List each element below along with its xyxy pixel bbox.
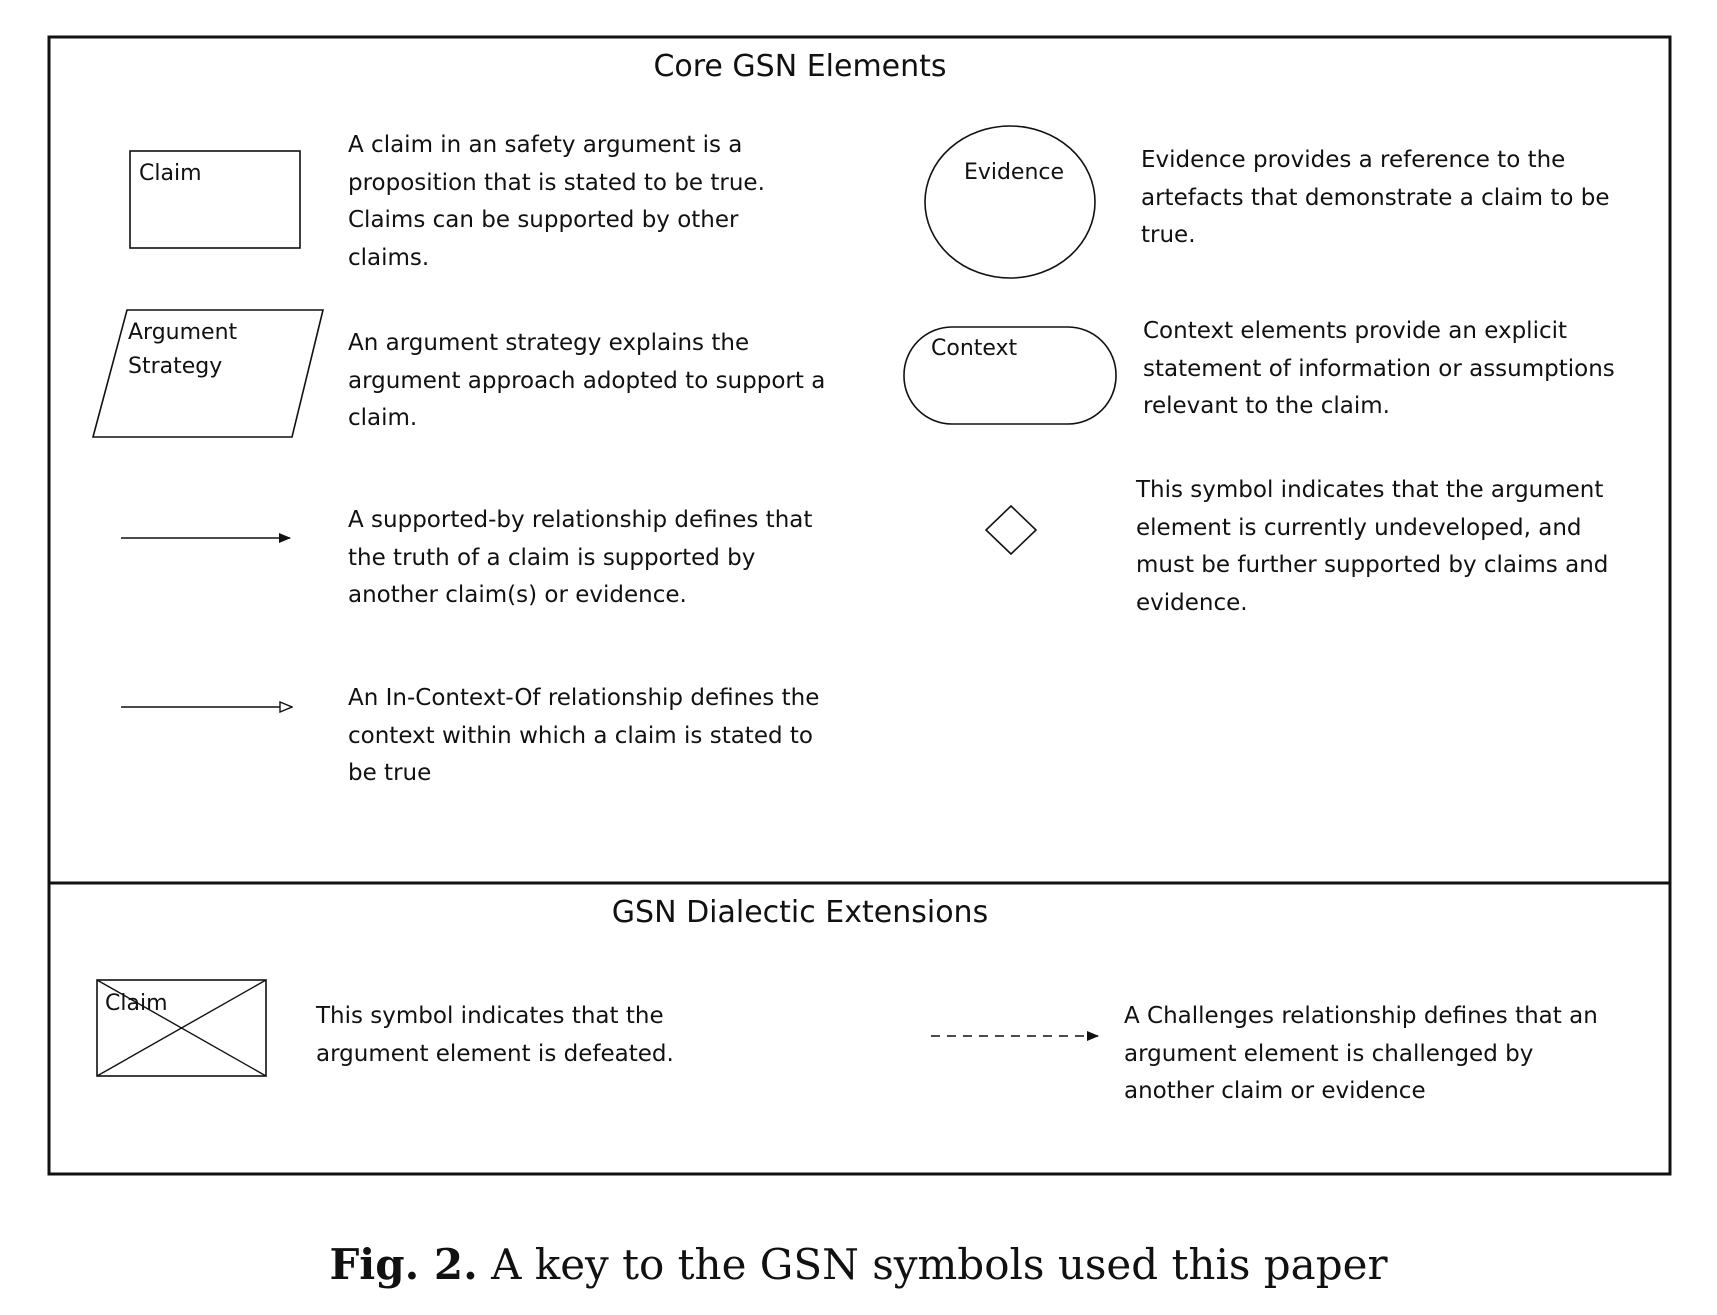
caption-text: A key to the GSN symbols used this paper [491, 1240, 1388, 1289]
argument-strategy-symbol: Argument Strategy [91, 309, 325, 438]
challenges-description: A Challenges relationship defines that a… [1124, 1003, 1598, 1104]
caption-label: Fig. 2. [329, 1240, 478, 1289]
evidence-symbol: Evidence [924, 125, 1096, 279]
core-section-title: Core GSN Elements [653, 49, 946, 84]
figure-caption: Fig. 2. A key to the GSN symbols used th… [0, 1240, 1717, 1289]
dialectic-section-title: GSN Dialectic Extensions [612, 895, 988, 930]
undeveloped-description: This symbol indicates that the argument … [1136, 477, 1609, 616]
argument-strategy-label-line2: Strategy [128, 354, 222, 379]
claim-symbol: Claim [129, 150, 301, 249]
defeated-claim-label: Claim [105, 991, 168, 1016]
evidence-label: Evidence [964, 160, 1064, 185]
defeated-claim-symbol: Claim [96, 979, 267, 1077]
outer-frame [47, 35, 1672, 1176]
claim-label: Claim [139, 161, 202, 186]
context-description: Context elements provide an explicit sta… [1143, 318, 1615, 419]
argument-strategy-description: An argument strategy explains the argume… [348, 330, 826, 431]
claim-description: A claim in an safety argument is a propo… [348, 132, 765, 271]
evidence-description: Evidence provides a reference to the art… [1141, 147, 1610, 248]
defeated-description: This symbol indicates that the argument … [316, 1003, 674, 1067]
context-symbol: Context [903, 326, 1117, 425]
context-label: Context [931, 336, 1018, 361]
undeveloped-diamond-icon [984, 504, 1038, 556]
argument-strategy-label-line1: Argument [128, 320, 238, 345]
in-context-of-description: An In-Context-Of relationship defines th… [348, 685, 820, 786]
supported-by-description: A supported-by relationship defines that… [348, 507, 813, 608]
